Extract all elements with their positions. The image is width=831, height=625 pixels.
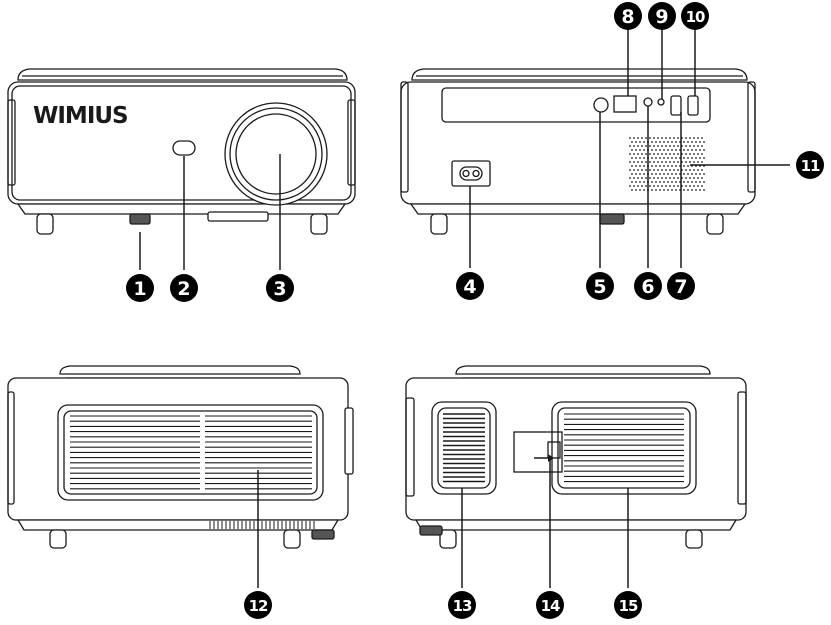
svg-text:13: 13	[453, 597, 472, 615]
callout-6: 6	[634, 272, 662, 300]
svg-text:1: 1	[133, 278, 146, 300]
callout-7: 7	[667, 272, 695, 300]
ir-sensor	[173, 141, 195, 155]
svg-text:4: 4	[463, 276, 476, 298]
side-view	[8, 366, 353, 588]
callout-4: 4	[456, 272, 484, 300]
bottom-vent-slats	[210, 521, 314, 529]
back-view	[401, 16, 790, 268]
callout-5: 5	[586, 272, 614, 300]
callout-2: 2	[170, 274, 198, 302]
svg-text:7: 7	[674, 276, 687, 298]
svg-text:8: 8	[621, 6, 634, 28]
side-view-2	[406, 366, 746, 588]
lens	[225, 103, 327, 205]
callout-10: 10	[681, 2, 709, 30]
svg-text:10: 10	[686, 8, 705, 26]
callout-9: 9	[648, 2, 676, 30]
svg-text:9: 9	[655, 6, 668, 28]
callout-14: 14	[536, 591, 564, 619]
svg-text:2: 2	[177, 278, 190, 300]
callout-13: 13	[448, 591, 476, 619]
svg-text:6: 6	[641, 276, 654, 298]
svg-text:15: 15	[619, 597, 638, 615]
svg-text:3: 3	[273, 278, 286, 300]
svg-text:5: 5	[593, 276, 606, 298]
callout-11: 11	[796, 151, 824, 179]
front-view: WIMIUS	[8, 69, 355, 270]
brand-logo: WIMIUS	[33, 103, 128, 129]
svg-text:12: 12	[249, 597, 268, 615]
callout-8: 8	[614, 2, 642, 30]
svg-text:11: 11	[801, 157, 820, 175]
side-vent-slats	[70, 416, 312, 489]
filter-slot	[514, 432, 562, 472]
callout-12: 12	[244, 591, 272, 619]
callout-15: 15	[614, 591, 642, 619]
callout-1: 1	[126, 274, 154, 302]
svg-text:14: 14	[541, 597, 560, 615]
power-socket	[452, 161, 490, 186]
callout-3: 3	[266, 274, 294, 302]
